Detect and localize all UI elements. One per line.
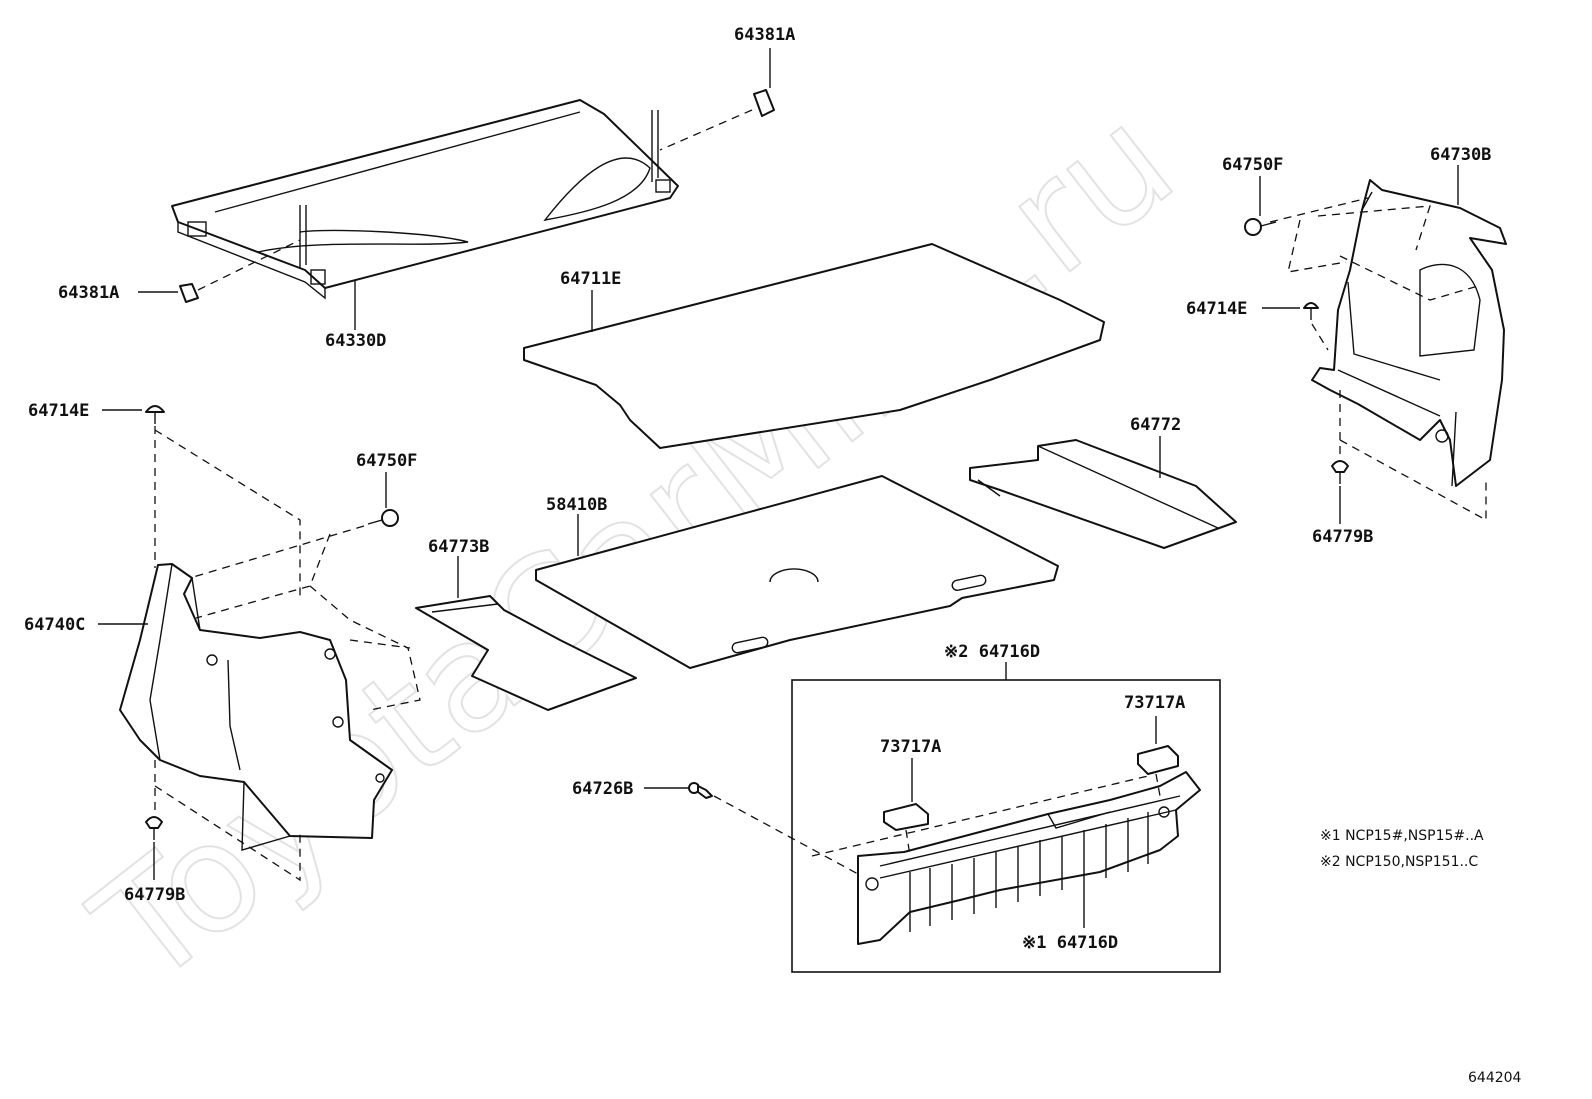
label-64381A-top: 64381A	[734, 25, 795, 45]
screw-64750F-right[interactable]	[1244, 218, 1277, 236]
guides-64726B	[713, 775, 1149, 875]
label-64750F-left: 64750F	[356, 451, 417, 471]
cap-73717A-left[interactable]	[883, 803, 929, 831]
label-64779B-left: 64779B	[124, 885, 185, 905]
dash-64381A-top	[659, 109, 753, 151]
side-board-64773B[interactable]	[415, 595, 637, 711]
label-64716D-box: ※2 64716D	[944, 642, 1040, 662]
clip-64779B-right[interactable]	[1331, 460, 1349, 484]
package-tray-64330D[interactable]	[171, 99, 679, 300]
clip-64381A-top[interactable]	[753, 89, 775, 117]
label-58410B: 58410B	[546, 495, 607, 515]
diagram-reference: 644204	[1468, 1070, 1522, 1086]
clip-64714E-right[interactable]	[1303, 302, 1319, 320]
clip-64714E-left[interactable]	[145, 405, 165, 424]
rear-sill-trim-64716D[interactable]	[857, 771, 1201, 945]
label-64740C: 64740C	[24, 615, 85, 635]
label-73717A-left: 73717A	[880, 737, 941, 757]
clip-64726B[interactable]	[688, 782, 713, 799]
label-64716D-part: ※1 64716D	[1022, 933, 1118, 953]
trunk-mat-64711E[interactable]	[523, 243, 1105, 449]
label-64381A-left: 64381A	[58, 283, 119, 303]
label-64773B: 64773B	[428, 537, 489, 557]
guides-left	[154, 426, 421, 882]
note-1: ※1 NCP15#,NSP15#..A	[1320, 828, 1484, 844]
side-board-64772[interactable]	[969, 439, 1237, 549]
label-64730B: 64730B	[1430, 145, 1491, 165]
dash-73717A-left	[905, 829, 911, 857]
screw-64750F-left[interactable]	[367, 509, 399, 527]
side-trim-64740C[interactable]	[119, 563, 393, 851]
cap-73717A-right[interactable]	[1137, 745, 1179, 775]
label-73717A-right: 73717A	[1124, 693, 1185, 713]
label-64330D: 64330D	[325, 331, 386, 351]
label-64772: 64772	[1130, 415, 1181, 435]
dash-73717A-right	[1155, 773, 1161, 797]
label-64726B: 64726B	[572, 779, 633, 799]
note-2: ※2 NCP150,NSP151..C	[1320, 854, 1478, 870]
side-trim-64730B[interactable]	[1311, 179, 1507, 487]
label-64714E-right: 64714E	[1186, 299, 1247, 319]
label-64711E: 64711E	[560, 269, 621, 289]
guides-right	[1269, 197, 1487, 522]
clip-64779B-left[interactable]	[145, 816, 163, 840]
label-64779B-right: 64779B	[1312, 527, 1373, 547]
label-64714E-left: 64714E	[28, 401, 89, 421]
clip-64381A-left[interactable]	[179, 283, 199, 303]
floor-board-58410B[interactable]	[535, 475, 1059, 669]
label-64750F-right: 64750F	[1222, 155, 1283, 175]
dash-64381A-left	[197, 239, 301, 291]
